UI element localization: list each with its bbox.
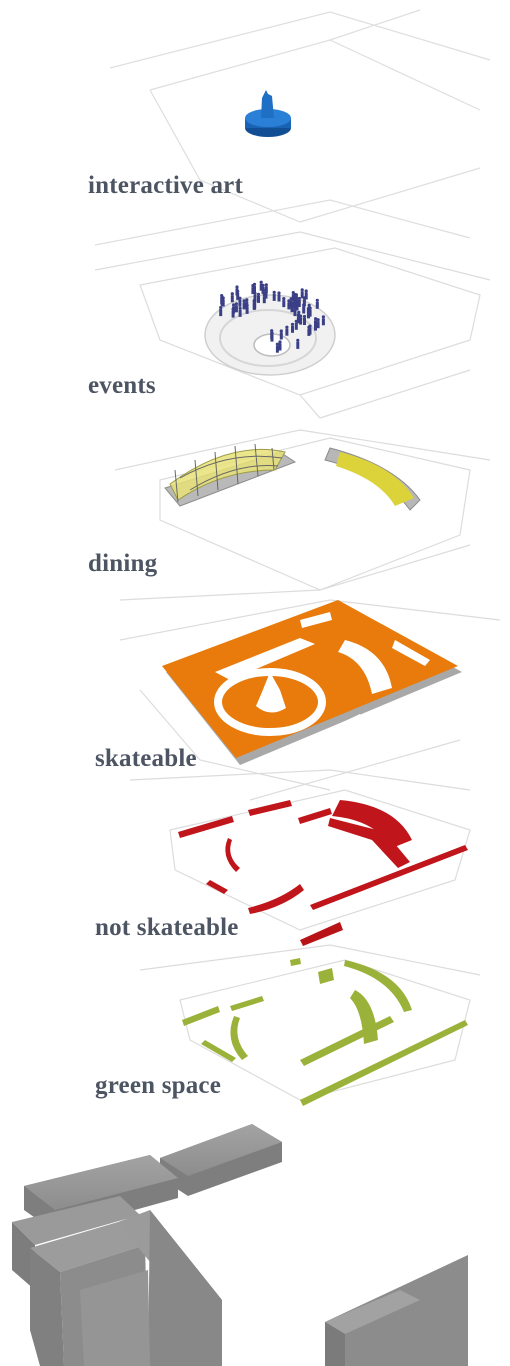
person-icon	[260, 281, 263, 291]
layer-label-green-space: green space	[95, 1072, 221, 1100]
dining-terrace	[325, 448, 420, 510]
person-icon	[290, 302, 293, 312]
person-icon	[253, 300, 256, 310]
planting-beds	[182, 958, 468, 1106]
person-icon	[251, 284, 254, 294]
person-icon	[270, 332, 273, 342]
person-icon	[308, 325, 311, 335]
context-buildings	[12, 1124, 468, 1366]
person-icon	[278, 340, 281, 350]
person-icon	[297, 311, 300, 321]
person-icon	[293, 306, 296, 316]
person-icon	[291, 323, 294, 333]
person-icon	[236, 290, 239, 300]
person-icon	[277, 291, 280, 301]
person-icon	[309, 307, 312, 317]
person-icon	[220, 294, 223, 304]
person-icon	[239, 307, 242, 317]
building	[12, 1196, 222, 1366]
person-icon	[282, 297, 285, 307]
person-icon	[303, 315, 306, 325]
building	[160, 1124, 282, 1196]
person-icon	[243, 299, 246, 309]
amphitheater-plaza	[205, 295, 335, 375]
site-outline	[130, 770, 470, 930]
dining-canopy	[165, 444, 295, 506]
person-icon	[257, 293, 260, 303]
person-icon	[295, 295, 298, 305]
layer-dining	[115, 430, 490, 600]
layer-label-interactive-art: interactive art	[88, 172, 243, 200]
person-icon	[246, 304, 249, 314]
site-outline	[115, 430, 490, 600]
person-icon	[273, 291, 276, 301]
person-icon	[296, 339, 299, 349]
person-icon	[235, 302, 238, 312]
person-icon	[305, 289, 308, 299]
person-icon	[314, 321, 317, 331]
layer-label-events: events	[88, 372, 156, 400]
person-icon	[285, 326, 288, 336]
person-icon	[280, 329, 283, 339]
building	[325, 1255, 468, 1366]
layer-label-dining: dining	[88, 550, 157, 578]
person-icon	[287, 299, 290, 309]
person-icon	[298, 297, 301, 307]
person-icon	[231, 292, 234, 302]
site-outline	[95, 10, 490, 245]
person-icon	[295, 320, 298, 330]
person-icon	[316, 299, 319, 309]
layer-interactive-art	[95, 10, 490, 245]
skateable-surface	[162, 600, 462, 765]
person-icon	[301, 288, 304, 298]
person-icon	[302, 303, 305, 313]
layer-label-not-skateable: not skateable	[95, 914, 239, 942]
person-icon	[232, 308, 235, 318]
person-icon	[322, 315, 325, 325]
art-sculpture-icon	[245, 90, 291, 137]
person-icon	[264, 289, 267, 299]
layer-label-skateable: skateable	[95, 745, 197, 773]
person-icon	[219, 306, 222, 316]
